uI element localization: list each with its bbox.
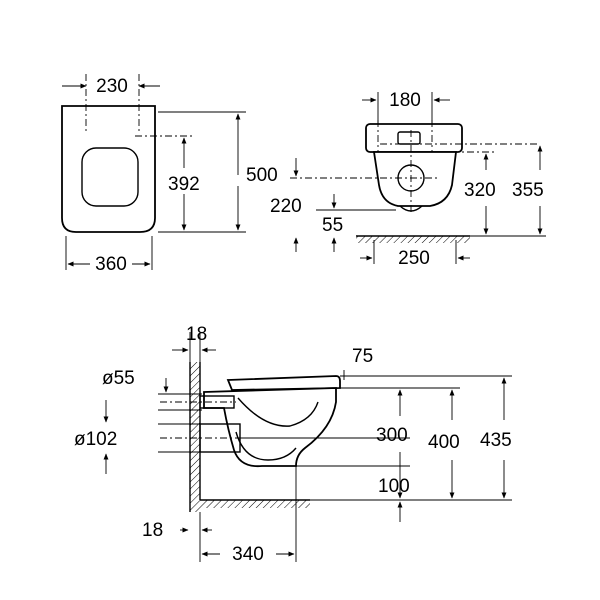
top-view-outline [61, 105, 156, 233]
dim-label-320: 320 [464, 180, 496, 201]
dim-label-220: 220 [270, 196, 302, 217]
section-seat [226, 375, 341, 391]
dim-label-250: 250 [398, 248, 430, 269]
front-view-floor-hatch [356, 236, 470, 243]
section-view [103, 332, 512, 562]
top-view [61, 74, 246, 270]
dim-label-230: 230 [96, 76, 128, 97]
dim-label-100: 100 [378, 476, 410, 497]
dim-label-18-top: 18 [186, 324, 207, 345]
dim-label-400: 400 [428, 432, 460, 453]
top-view-seat [81, 147, 139, 207]
dim-label-55: 55 [322, 215, 343, 236]
dim-label-355: 355 [512, 180, 544, 201]
front-view-top-plate [365, 123, 463, 153]
dim-label-435: 435 [480, 430, 512, 451]
dim-label-18-bottom: 18 [142, 520, 163, 541]
dim-label-75: 75 [352, 346, 373, 367]
dim-label-102-diameter: ø102 [74, 429, 117, 450]
section-bowl [203, 387, 337, 468]
section-floor [200, 500, 310, 508]
dim-label-392: 392 [168, 174, 200, 195]
dim-label-360: 360 [95, 254, 127, 275]
front-view-seat-slot [397, 131, 421, 145]
front-view [290, 92, 546, 264]
dim-label-340: 340 [232, 544, 264, 565]
dim-label-500: 500 [246, 165, 278, 186]
dim-label-300: 300 [376, 425, 408, 446]
front-view-bowl [372, 151, 458, 207]
dim-label-55-diameter: ø55 [102, 368, 135, 389]
dim-label-180: 180 [389, 90, 421, 111]
section-wall [190, 362, 200, 512]
